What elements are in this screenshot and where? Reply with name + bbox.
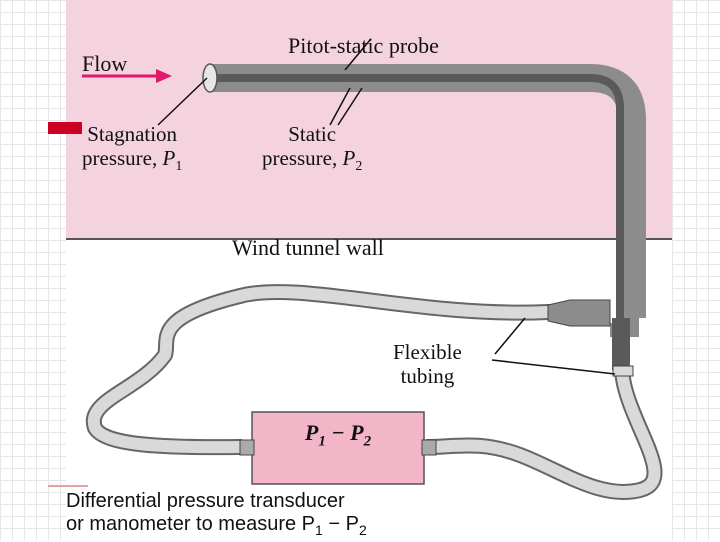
probe-label: Pitot-static probe	[288, 33, 439, 58]
leader-lines	[157, 39, 616, 375]
caption-line2: or manometer to measure P1 − P2	[66, 513, 367, 538]
flexible-tubing-label: Flexible tubing	[393, 340, 462, 388]
transducer-label: P1 − P2	[304, 420, 372, 450]
caption: Differential pressure transducer or mano…	[66, 490, 367, 542]
wind-tunnel-wall-line	[66, 238, 672, 240]
flow-arrow-icon	[82, 69, 172, 83]
flow-label: Flow	[82, 51, 128, 76]
stagnation-pressure-label: Stagnation pressure, P1	[82, 122, 182, 179]
flexible-line1: Flexible	[393, 340, 462, 364]
wind-tunnel-interior	[66, 0, 672, 238]
bullet-marker	[48, 122, 82, 134]
decorative-underline	[48, 485, 88, 487]
static-line2: pressure, P2	[262, 146, 363, 175]
stagnation-line1: Stagnation	[87, 122, 178, 146]
flexible-line2: tubing	[400, 364, 455, 388]
caption-line1: Differential pressure transducer	[66, 490, 345, 512]
static-line1: Static	[288, 122, 337, 146]
stagnation-line2: pressure, P1	[82, 146, 183, 175]
pitot-static-probe	[202, 63, 646, 377]
transducer-box	[239, 411, 437, 485]
wall-label: Wind tunnel wall	[232, 235, 384, 260]
static-pressure-label: Static pressure, P2	[262, 122, 362, 179]
flexible-tubing	[85, 284, 663, 500]
